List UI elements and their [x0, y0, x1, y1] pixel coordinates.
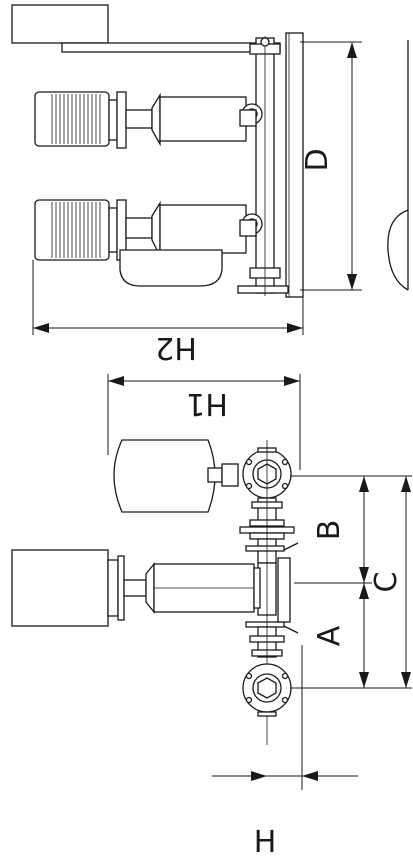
pump-front [11, 549, 261, 627]
dimension-b-label: B [312, 520, 347, 541]
control-box [11, 4, 109, 44]
dimension-a-label: A [312, 625, 347, 646]
dimension-abc: B C A [290, 475, 412, 689]
top-view: D H2 [11, 4, 409, 365]
dimension-h1-label: H1 [186, 386, 228, 421]
control-box-front [11, 549, 109, 627]
dimension-c-label: C [369, 572, 404, 593]
control-box-bracket [61, 42, 281, 53]
manifold-bracket [283, 542, 299, 634]
dimension-h1: H1 [107, 374, 301, 470]
lower-flange [242, 663, 292, 717]
pump-top-upper [34, 91, 263, 149]
dimension-d: D [300, 41, 362, 291]
dimension-h2-label: H2 [155, 330, 197, 365]
pump-top-lower [34, 199, 263, 261]
pressure-tank [113, 439, 239, 513]
dimension-h2: H2 [32, 260, 304, 365]
dimension-d-label: D [300, 148, 335, 171]
dimension-h: H [212, 645, 358, 860]
side-outline [387, 40, 409, 291]
base-plate [285, 32, 304, 298]
pressure-tank-top [119, 249, 223, 287]
front-view: H1 [11, 374, 412, 860]
dimension-h-label: H [254, 825, 277, 860]
